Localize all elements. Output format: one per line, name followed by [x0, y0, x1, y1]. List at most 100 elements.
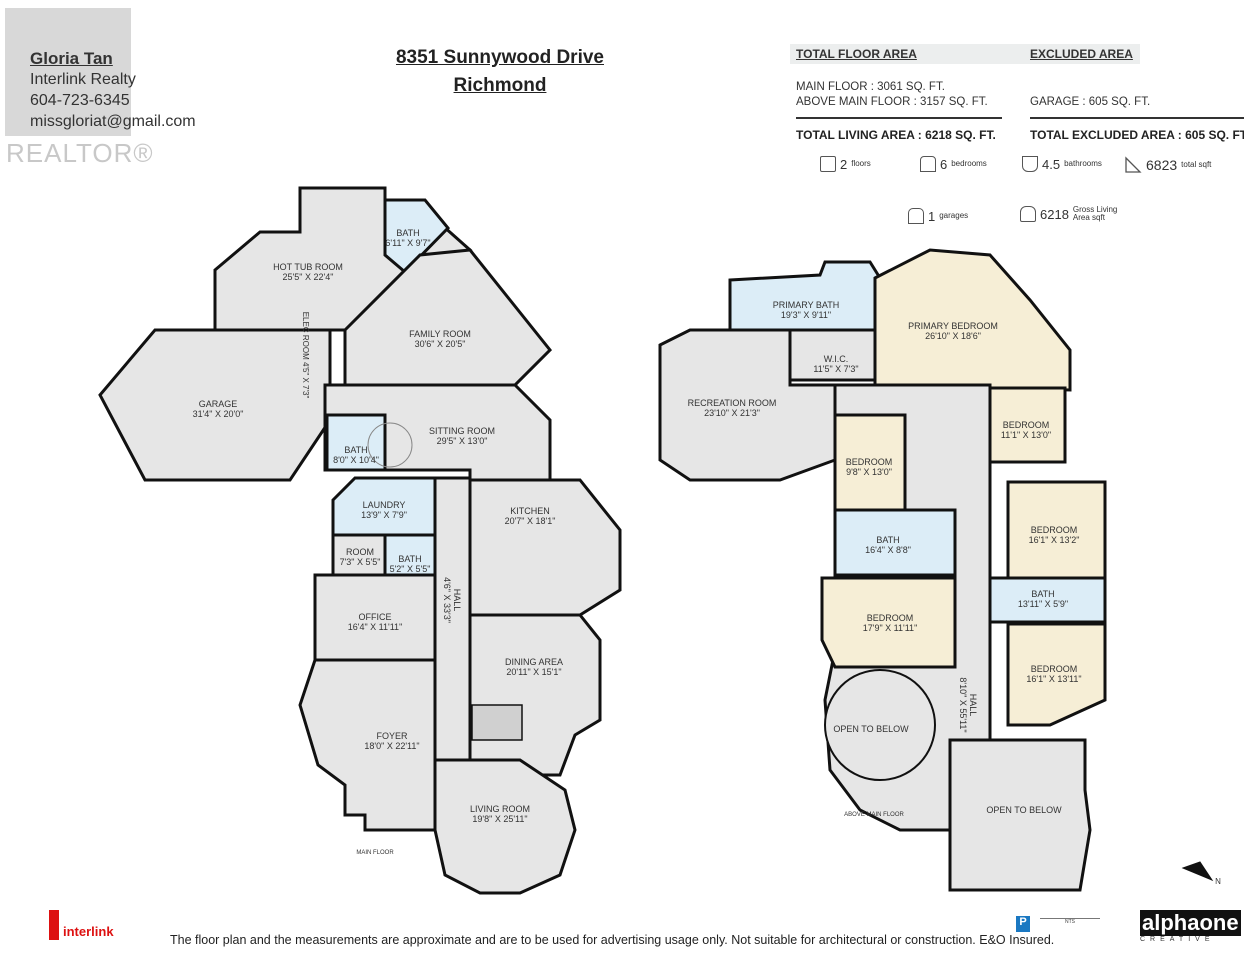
ruler-triangle-icon — [1125, 156, 1142, 173]
divider — [796, 117, 1002, 119]
dining-area-shape — [468, 613, 602, 777]
stat-unit: Gross Living Area sqft — [1072, 205, 1118, 222]
room-label: OPEN TO BELOW — [833, 724, 909, 734]
kitchen-shape — [468, 478, 622, 617]
excluded-area-heading: EXCLUDED AREA — [1030, 47, 1133, 61]
interlink-logo: interlink — [45, 908, 157, 950]
open-to-below-shape — [948, 738, 1092, 892]
property-title: 8351 Sunnywood Drive Richmond — [340, 44, 660, 100]
foyer-shape — [298, 658, 437, 832]
open-to-below-circle — [824, 669, 936, 781]
realtor-wordmark: REALTOR® — [6, 138, 154, 168]
above-floor-area: ABOVE MAIN FLOOR : 3157 SQ. FT. — [796, 96, 988, 108]
alphaone-logo: alphaone CREATIVE — [1140, 910, 1241, 943]
stat-value: 1 — [928, 208, 936, 224]
agent-name: Gloria Tan — [30, 49, 113, 68]
stat-value: 6 — [940, 156, 948, 172]
bath-shape — [833, 508, 957, 577]
stat-floors: 2 floors — [820, 156, 871, 172]
stat-value: 4.5 — [1042, 156, 1061, 172]
above-floor-label: ABOVE MAIN FLOOR — [844, 812, 904, 818]
fireplace-shape — [471, 704, 523, 741]
stat-value: 6823 — [1146, 157, 1178, 173]
main-floor-area: MAIN FLOOR : 3061 SQ. FT. — [796, 81, 945, 93]
total-floor-area-heading: TOTAL FLOOR AREA — [796, 47, 917, 61]
primary-bedroom-shape — [873, 248, 1072, 392]
stat-total-sqft: 6823 total sqft — [1124, 156, 1211, 174]
city: Richmond — [453, 75, 547, 96]
stat-unit: garages — [939, 211, 969, 220]
divider — [1030, 117, 1244, 119]
alphaone-sub: CREATIVE — [1140, 936, 1215, 943]
living-room-shape — [433, 758, 577, 895]
agent-email: missgloriat@gmail.com — [30, 113, 196, 130]
agent-phone: 604-723-6345 — [30, 92, 130, 109]
north-arrow-icon — [1181, 861, 1214, 882]
room-label: W.I.C.11'5" X 7'3" — [813, 354, 859, 374]
stat-value: 2 — [840, 156, 848, 172]
garage-icon — [908, 208, 924, 224]
bedroom-shape — [988, 386, 1067, 464]
main-floor-label: MAIN FLOOR — [356, 850, 394, 856]
garage-area: GARAGE : 605 SQ. FT. — [1030, 96, 1151, 108]
stat-garages: 1 garages — [908, 208, 968, 224]
north-label: N — [1215, 877, 1221, 886]
stat-unit: floors — [851, 159, 871, 168]
agent-company: Interlink Realty — [30, 71, 136, 88]
bath-shape — [325, 413, 387, 472]
stat-bedrooms: 6 bedrooms — [920, 156, 987, 172]
bedroom-shape — [820, 576, 957, 669]
stat-gross-living: 6218 Gross Living Area sqft — [1020, 206, 1123, 222]
stat-unit: total sqft — [1181, 160, 1212, 169]
realtor-logo — [5, 8, 131, 136]
bath-shape — [988, 576, 1107, 624]
armchair-icon — [1020, 206, 1036, 222]
parking-icon: P — [1016, 916, 1030, 932]
stat-unit: bedrooms — [951, 159, 987, 168]
scale-bar: NTS — [1040, 918, 1100, 928]
room-label: OPEN TO BELOW — [986, 805, 1062, 815]
area-header: TOTAL FLOOR AREA EXCLUDED AREA — [790, 44, 1140, 64]
spiral-stair-shape — [367, 422, 413, 468]
stat-bathrooms: 4.5 bathrooms — [1022, 156, 1102, 172]
stat-unit: bathrooms — [1064, 159, 1102, 168]
interlink-wordmark: interlink — [63, 924, 114, 939]
alphaone-wordmark: alphaone — [1140, 910, 1241, 936]
total-excluded-area: TOTAL EXCLUDED AREA : 605 SQ. FT. — [1030, 128, 1244, 142]
disclaimer: The floor plan and the measurements are … — [170, 933, 1055, 947]
stat-value: 6218 — [1040, 206, 1069, 222]
bathtub-icon — [1022, 156, 1038, 172]
bath-shape — [383, 198, 451, 275]
building-icon — [820, 156, 836, 172]
room-label: ELEC ROOM 4'5" X 7'3" — [301, 311, 310, 399]
bed-icon — [920, 156, 936, 172]
total-living-area: TOTAL LIVING AREA : 6218 SQ. FT. — [796, 128, 996, 142]
